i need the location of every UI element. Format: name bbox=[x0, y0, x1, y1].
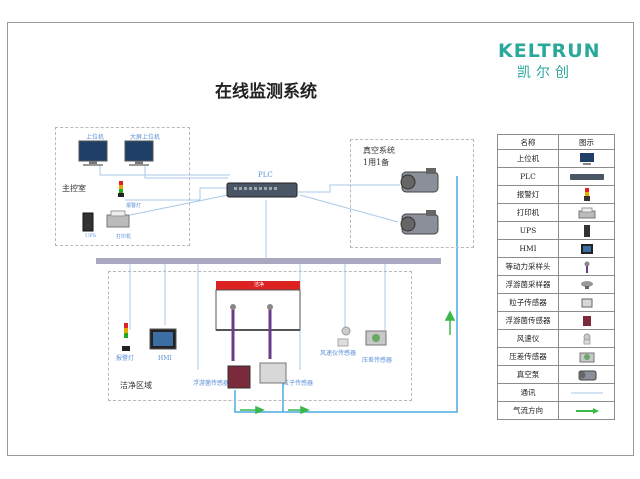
ups-icon bbox=[583, 224, 590, 237]
legend-name: 等动力采样头 bbox=[497, 257, 559, 276]
computer-icon bbox=[124, 140, 154, 166]
bacteria-sampler-icon bbox=[580, 280, 593, 289]
vacuum-pumps bbox=[400, 168, 439, 235]
legend-name: 浮游菌传感器 bbox=[497, 311, 559, 330]
clean-area-devices bbox=[122, 289, 387, 389]
network-bus bbox=[96, 258, 441, 264]
device-label-pressure: 压差传感器 bbox=[362, 357, 393, 364]
legend-row: 等动力采样头 bbox=[497, 257, 615, 276]
sampling-head-icon bbox=[267, 304, 273, 359]
logo-text-en: KELTRUN bbox=[498, 40, 601, 62]
alarm-light-icon bbox=[122, 323, 130, 351]
plc-icon bbox=[226, 182, 298, 198]
legend-name: 报警灯 bbox=[497, 185, 559, 204]
legend-row: 粒子传感器 bbox=[497, 293, 615, 312]
printer-icon bbox=[578, 207, 595, 218]
legend-name: 压差传感器 bbox=[497, 347, 559, 366]
device-label-printer: 打印机 bbox=[116, 234, 132, 240]
computer-icon bbox=[78, 140, 108, 166]
vacuum-pump-icon bbox=[400, 210, 439, 235]
legend-row: 真空泵 bbox=[497, 365, 615, 384]
device-label-anemometer: 风速仪传感器 bbox=[320, 350, 357, 357]
anemometer-icon bbox=[337, 326, 351, 347]
pressure-sensor-icon bbox=[579, 352, 594, 362]
bacteria-sensor-icon bbox=[582, 315, 591, 326]
legend-header-icon: 图示 bbox=[558, 134, 615, 150]
legend-name: 通讯 bbox=[497, 383, 559, 402]
legend-row: PLC bbox=[497, 167, 615, 186]
legend-name: 打印机 bbox=[497, 203, 559, 222]
computer-icon bbox=[579, 152, 594, 165]
sampling-head-icon bbox=[584, 261, 589, 273]
legend-row: 风速仪 bbox=[497, 329, 615, 348]
control-room-label: 主控室 bbox=[62, 184, 86, 193]
hmi-icon bbox=[149, 328, 177, 350]
legend-name: 浮游菌采样器 bbox=[497, 275, 559, 294]
particle-sensor-icon bbox=[581, 298, 592, 307]
clean-area-label: 洁净区域 bbox=[120, 381, 152, 390]
pressure-sensor-icon bbox=[365, 330, 387, 346]
clean-area-panel-label: 洁净 bbox=[254, 282, 265, 288]
legend-table: 名称 图示 上位机 PLC 报警灯 打印机 UPS HMI 等动力采样头 浮游菌… bbox=[497, 134, 615, 420]
legend-name: 上位机 bbox=[497, 149, 559, 168]
legend-name: 气流方向 bbox=[497, 401, 559, 420]
alarm-light-icon bbox=[118, 181, 124, 197]
legend-name: UPS bbox=[497, 221, 559, 240]
airflow-arrows bbox=[240, 310, 456, 415]
vacuum-system-area bbox=[350, 139, 474, 248]
vacuum-system-sublabel: 1用1备 bbox=[363, 158, 390, 167]
anemometer-icon bbox=[583, 333, 590, 344]
legend-name: PLC bbox=[497, 167, 559, 186]
vacuum-pipe bbox=[234, 176, 458, 413]
device-label-ups: UPS bbox=[85, 233, 97, 239]
legend-row: 通讯 bbox=[497, 383, 615, 402]
particle-sensor-icon bbox=[259, 362, 287, 384]
legend-row: 报警灯 bbox=[497, 185, 615, 204]
hmi-icon bbox=[580, 243, 593, 254]
clean-area bbox=[108, 271, 412, 401]
printer-icon bbox=[106, 210, 130, 228]
vacuum-pump-icon bbox=[400, 168, 439, 193]
legend-row: 打印机 bbox=[497, 203, 615, 222]
legend-name: 粒子传感器 bbox=[497, 293, 559, 312]
device-label-host: 上位机 bbox=[86, 134, 105, 141]
legend-header-name: 名称 bbox=[497, 134, 559, 150]
sampling-head-icon bbox=[230, 304, 236, 361]
legend-row: 上位机 bbox=[497, 149, 615, 168]
logo-text-cn: 凯尔创 bbox=[517, 65, 574, 81]
plc-icon bbox=[569, 173, 604, 180]
device-label-bacteria: 浮游菌传感器 bbox=[193, 380, 230, 387]
legend-row: UPS bbox=[497, 221, 615, 240]
legend-row: 浮游菌采样器 bbox=[497, 275, 615, 294]
legend-row: 压差传感器 bbox=[497, 347, 615, 366]
vacuum-system-label: 真空系统 bbox=[363, 146, 395, 155]
legend-row: 浮游菌传感器 bbox=[497, 311, 615, 330]
clean-area-panel: 洁净 bbox=[216, 281, 300, 290]
legend-name: HMI bbox=[497, 239, 559, 258]
vacuum-pump-icon bbox=[578, 370, 596, 380]
plc-label: PLC bbox=[258, 171, 273, 179]
device-label-alarm: 报警灯 bbox=[126, 203, 142, 209]
control-room-devices bbox=[78, 140, 154, 232]
legend-name: 风速仪 bbox=[497, 329, 559, 348]
legend-row: 气流方向 bbox=[497, 401, 615, 420]
diagram-title: 在线监测系统 bbox=[215, 82, 317, 102]
legend-name: 真空泵 bbox=[497, 365, 559, 384]
device-label-alarm-clean: 报警灯 bbox=[116, 355, 135, 362]
comm-line-icon bbox=[570, 392, 603, 394]
device-label-hmi: HMI bbox=[158, 355, 172, 362]
alarm-light-icon bbox=[583, 187, 590, 201]
ups-icon bbox=[82, 212, 94, 232]
bacteria-sensor-icon bbox=[227, 365, 251, 389]
control-room-area bbox=[55, 127, 190, 246]
device-label-bigscreen: 大屏上位机 bbox=[130, 134, 161, 141]
legend-row: HMI bbox=[497, 239, 615, 258]
airflow-arrow-icon bbox=[575, 408, 599, 414]
device-label-particle: 粒子传感器 bbox=[283, 380, 314, 387]
